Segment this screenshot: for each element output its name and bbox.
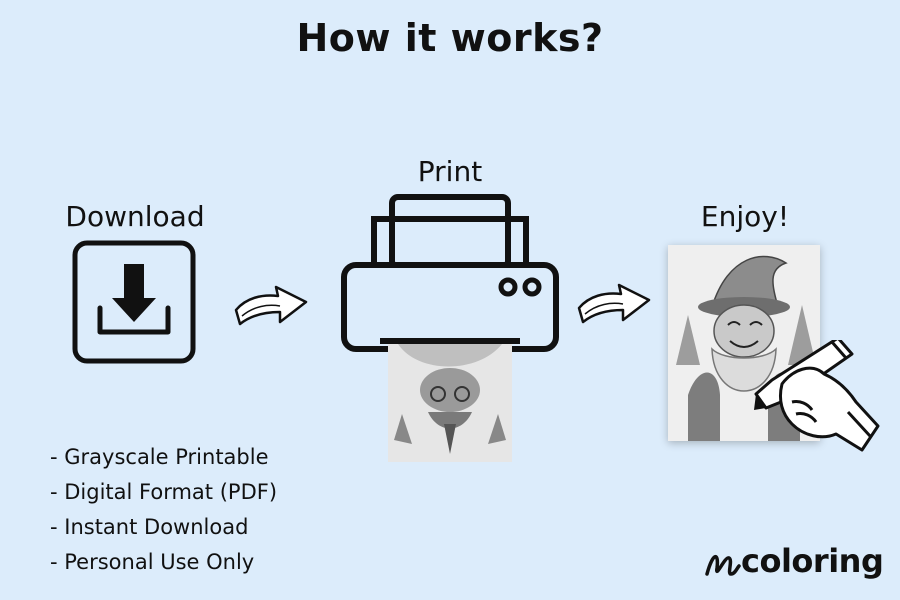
feature-item: - Digital Format (PDF)	[50, 480, 278, 504]
feature-item: - Instant Download	[50, 515, 249, 539]
brand-logo: coloring	[705, 540, 885, 586]
step-label-enjoy: Enjoy!	[700, 200, 790, 233]
hand-with-pencil-icon	[754, 340, 880, 452]
page-title: How it works?	[296, 16, 604, 60]
download-icon	[72, 240, 196, 364]
gnome-illustration-upside-down	[388, 344, 512, 462]
arrow-right-icon	[234, 285, 308, 326]
feature-list: - Grayscale Printable - Digital Format (…	[50, 440, 277, 580]
feature-item: - Grayscale Printable	[50, 445, 269, 469]
arrow-right-icon	[577, 283, 651, 324]
brand-logo-text: coloring	[741, 542, 884, 580]
coloring-page-preview	[668, 245, 820, 441]
step-label-print: Print	[417, 155, 483, 188]
printed-coloring-page	[388, 344, 512, 462]
printer-icon	[341, 194, 559, 352]
feature-item: - Personal Use Only	[50, 550, 255, 574]
gnome-illustration	[668, 245, 820, 441]
step-label-download: Download	[65, 200, 205, 233]
brand-swirl-icon	[705, 555, 741, 576]
